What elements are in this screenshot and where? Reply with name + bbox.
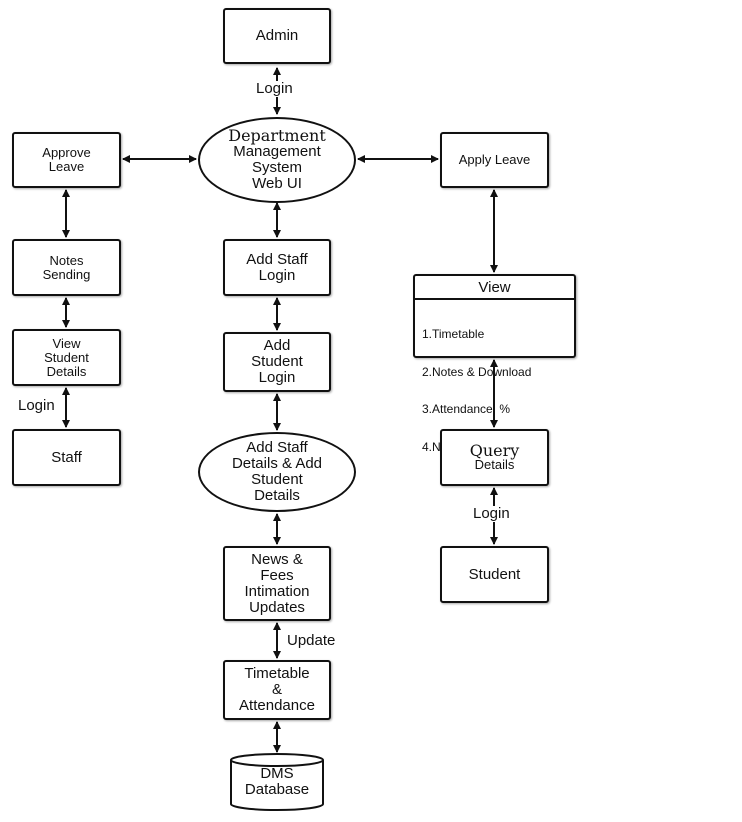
admin-login-label: Login	[254, 80, 295, 97]
student-label: Student	[468, 565, 521, 583]
news-fees-node: News & Fees Intimation Updates	[223, 546, 331, 621]
timetable-attendance-line-1: Timetable	[244, 665, 310, 682]
staff-node: Staff	[12, 429, 121, 486]
query-title: Query	[469, 440, 520, 460]
student-login-label: Login	[471, 505, 512, 522]
view-item-2: 2.Notes & Download	[422, 364, 532, 379]
add-details-line-4: Details	[254, 487, 300, 504]
add-details-line-2: Details & Add	[231, 455, 323, 472]
notes-sending-line-2: Sending	[42, 266, 91, 282]
view-item-1: 1.Timetable	[422, 327, 485, 341]
add-details-line-1: Add Staff	[246, 439, 308, 456]
news-fees-line-4: Updates	[249, 598, 305, 616]
news-fees-line-2: Fees	[260, 566, 294, 584]
query-details-node: Query Details	[440, 429, 549, 486]
update-label: Update	[285, 632, 338, 649]
apply-leave-node: Apply Leave	[440, 132, 549, 188]
view-student-details-line-2: Student	[44, 349, 89, 365]
staff-login-label: Login	[16, 397, 57, 414]
news-fees-line-3: Intimation	[244, 582, 310, 600]
timetable-attendance-node: Timetable & Attendance	[223, 660, 331, 720]
database-cylinder-icon	[230, 753, 324, 811]
view-student-details-line-1: View	[52, 335, 81, 351]
add-student-login-line-3: Login	[258, 369, 296, 386]
notes-sending-line-1: Notes	[49, 252, 84, 268]
dms-line-2: Management	[233, 143, 321, 160]
add-staff-login-line-1: Add Staff	[246, 250, 308, 268]
timetable-attendance-line-2: &	[271, 681, 282, 698]
admin-node: Admin	[223, 8, 331, 64]
add-details-node: Add Staff Details & Add Student Details	[198, 432, 356, 512]
apply-leave-label: Apply Leave	[458, 152, 531, 167]
staff-label: Staff	[51, 448, 82, 466]
student-node: Student	[440, 546, 549, 603]
add-staff-login-node: Add Staff Login	[223, 239, 331, 296]
add-student-login-line-1: Add	[263, 337, 291, 354]
add-student-login-node: Add Student Login	[223, 332, 331, 392]
add-staff-login-line-2: Login	[258, 266, 296, 284]
news-fees-line-1: News &	[251, 550, 303, 568]
dms-line-3: System	[251, 159, 302, 176]
approve-leave-line-2: Leave	[48, 159, 85, 174]
database-line-2: Database	[244, 781, 310, 798]
view-student-details-line-3: Details	[46, 363, 87, 379]
admin-label: Admin	[255, 27, 299, 44]
dms-web-ui-node: Department Management System Web UI	[198, 117, 356, 203]
view-node: View 1.Timetable 2.Notes & Download 3.At…	[413, 274, 576, 453]
approve-leave-line-1: Approve	[42, 145, 91, 160]
dms-line-4: Web UI	[252, 175, 302, 192]
dms-database-node: DMS Database	[229, 752, 325, 812]
view-title: View	[415, 276, 574, 300]
timetable-attendance-line-3: Attendance	[239, 697, 315, 714]
view-item-3: 3.Attendance %	[422, 402, 511, 416]
approve-leave-node: Approve Leave	[12, 132, 121, 188]
database-line-1: DMS	[260, 765, 294, 782]
notes-sending-node: Notes Sending	[12, 239, 121, 296]
add-student-login-line-2: Student	[251, 353, 303, 370]
view-student-details-node: View Student Details	[12, 329, 121, 386]
query-subtitle: Details	[474, 456, 515, 472]
dms-title-line: Department	[228, 126, 326, 145]
add-details-line-3: Student	[251, 471, 303, 488]
